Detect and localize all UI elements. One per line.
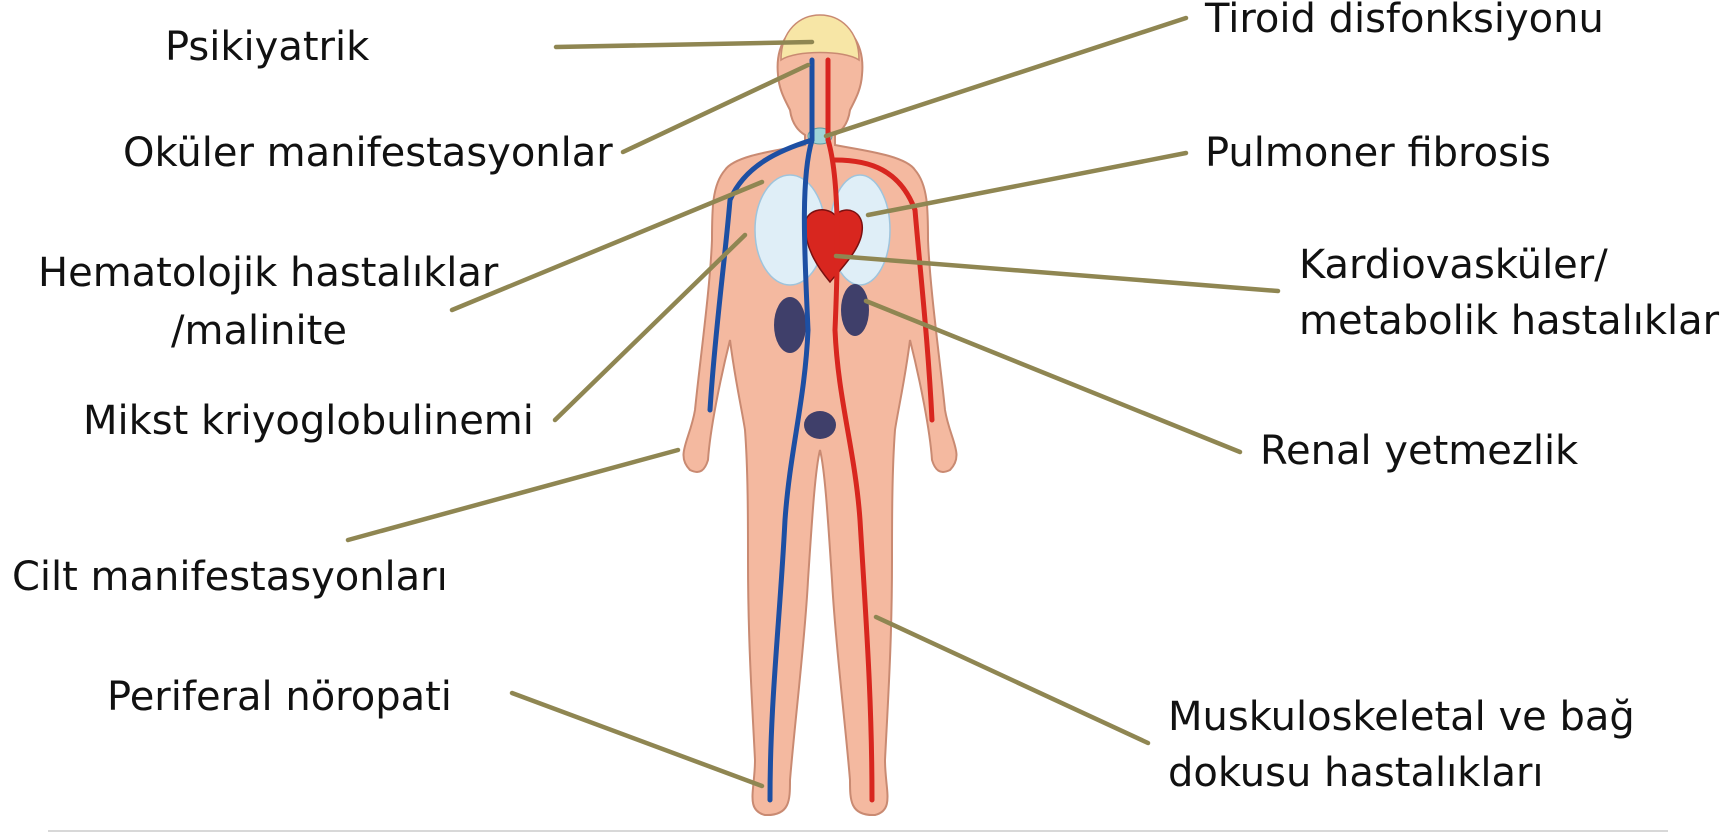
- label-hematologic-line2: /malinite: [171, 300, 347, 362]
- leader-ocular: [623, 65, 808, 152]
- leader-psychiatric: [556, 42, 812, 47]
- bladder: [804, 411, 836, 439]
- leader-skin: [348, 450, 678, 540]
- right-kidney: [841, 284, 869, 336]
- body-silhouette: [684, 15, 957, 815]
- label-musculo-line2: dokusu hastalıkları: [1168, 742, 1544, 804]
- label-skin: Cilt manifestasyonları: [12, 546, 448, 608]
- label-ocular: Oküler manifestasyonlar: [123, 122, 613, 184]
- label-musculo-line1: Muskuloskeletal ve bağ: [1168, 686, 1635, 748]
- label-cryoglobulinemia: Mikst kriyoglobulinemi: [83, 390, 534, 452]
- label-pulmonary: Pulmoner fibrosis: [1205, 122, 1551, 184]
- brain: [781, 15, 859, 60]
- label-renal: Renal yetmezlik: [1260, 420, 1578, 482]
- label-hematologic-line1: Hematolojik hastalıklar: [38, 242, 498, 304]
- label-neuropathy: Periferal nöropati: [107, 666, 452, 728]
- leader-neuropathy: [512, 693, 762, 786]
- label-thyroid: Tiroid disfonksiyonu: [1205, 0, 1604, 50]
- label-psychiatric: Psikiyatrik: [165, 16, 369, 78]
- left-kidney: [774, 297, 806, 353]
- leader-musculo: [876, 617, 1148, 743]
- label-cardio-line1: Kardiovasküler/: [1299, 234, 1608, 296]
- label-cardio-line2: metabolik hastalıklar: [1299, 290, 1719, 352]
- leader-thyroid: [826, 18, 1186, 136]
